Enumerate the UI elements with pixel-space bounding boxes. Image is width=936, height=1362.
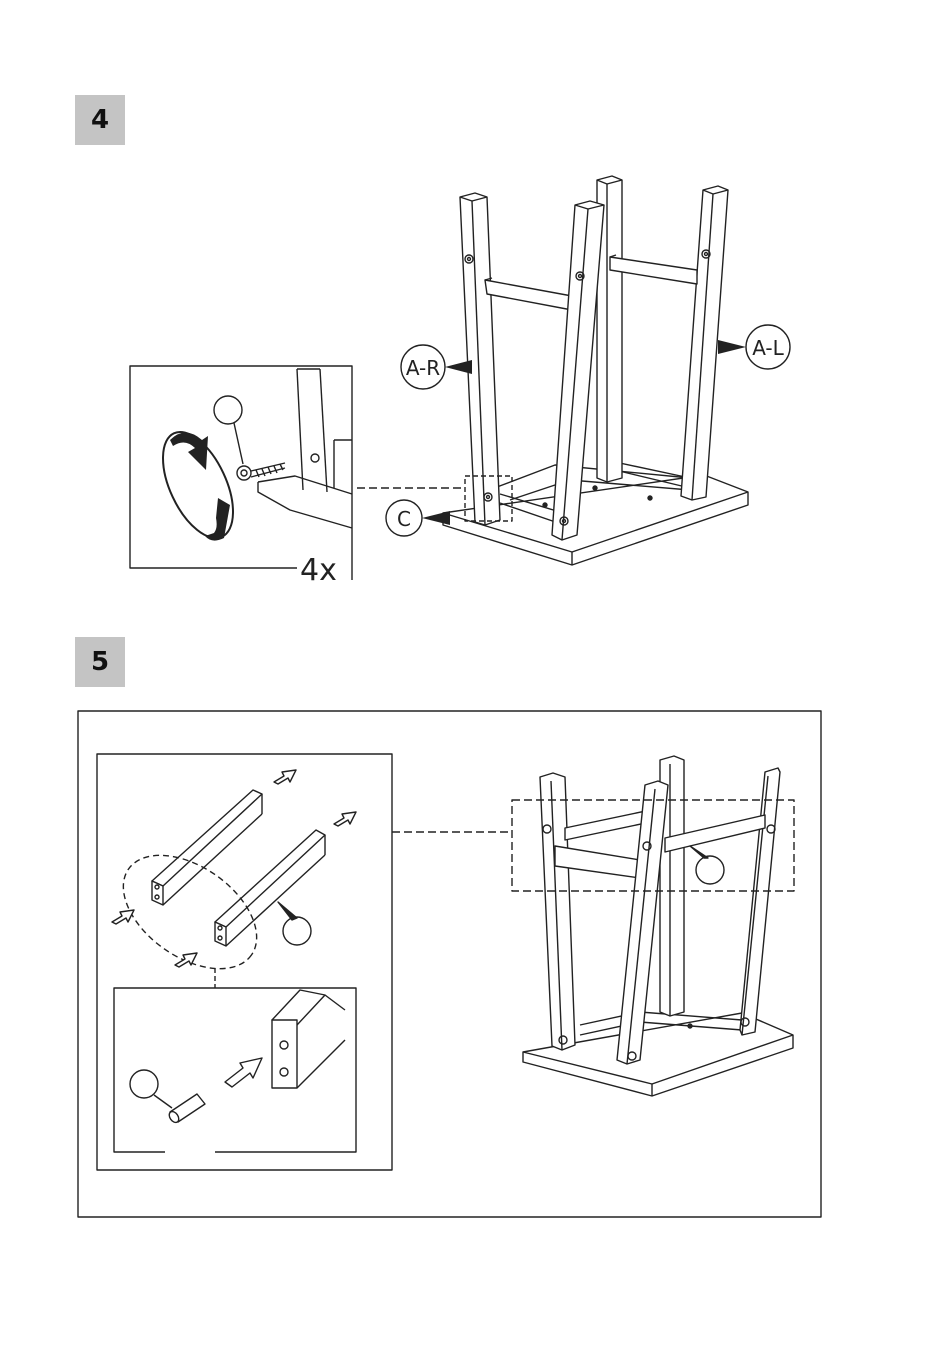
label-c [386,500,450,536]
stool-step5 [512,756,794,1096]
step5-frame [78,711,821,1217]
quantity-label: 4x [300,553,337,588]
label-a-r-text: A-R [406,356,440,380]
label-a-l-text: A-L [752,336,784,360]
screw-detail-inset [130,366,352,580]
rails-inset-content [103,770,356,1152]
label-c-text: C [397,507,411,531]
